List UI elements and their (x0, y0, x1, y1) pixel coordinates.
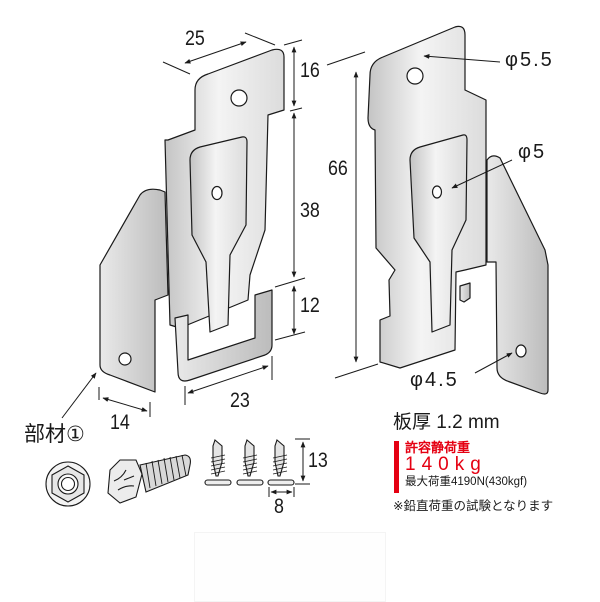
hook (174, 289, 273, 382)
screw-dimensions (268, 438, 310, 497)
right-dimensions (326, 51, 513, 379)
left-bracket (99, 48, 285, 393)
part-label: 部材① (24, 423, 85, 446)
dim-overall-height: 66 (328, 157, 348, 180)
right-bracket (367, 25, 549, 395)
right-hook-tab (459, 282, 471, 303)
side-hole-diameter: φ4.5 (410, 369, 459, 391)
load-spec-box: 許容静荷重 140kg 最大荷重4190N(430kgf) (394, 441, 600, 493)
max-load: 最大荷重4190N(430kgf) (405, 476, 528, 488)
dim-foot-width: 14 (110, 411, 130, 434)
hardware (45, 439, 295, 507)
screw-2 (236, 439, 264, 486)
side-flange (99, 188, 169, 393)
pressed-panel (189, 136, 248, 333)
flange-hole (118, 352, 132, 366)
right-mid-hole (431, 185, 443, 199)
allowable-load-label: 許容静荷重 (405, 440, 471, 455)
side-hole (515, 344, 527, 358)
screw-3 (267, 439, 295, 486)
middle-hole-diameter: φ5 (518, 141, 547, 163)
test-note: ※鉛直荷重の試験となります (393, 499, 554, 513)
left-dimensions (61, 32, 306, 419)
right-side-flange (486, 155, 549, 395)
dim-hook-height: 12 (300, 294, 320, 317)
plate-thickness: 板厚 1.2 mm (393, 412, 500, 433)
hex-nut (45, 461, 91, 507)
dim-screw-length: 13 (308, 449, 328, 472)
faint-placeholder-box (194, 532, 386, 602)
screw-1 (204, 439, 232, 486)
mid-hole (211, 185, 223, 201)
hex-bolt (107, 454, 191, 504)
dim-screw-head: 8 (274, 495, 284, 518)
dim-body-height: 38 (300, 199, 320, 222)
right-top-hole (406, 67, 424, 85)
top-hole-diameter: φ5.5 (505, 49, 554, 71)
allowable-load-value: 140kg (405, 454, 487, 475)
dim-hook-width: 23 (230, 389, 250, 412)
dim-top-tab-height: 16 (300, 59, 320, 82)
top-hole (230, 89, 248, 107)
dim-top-width: 25 (185, 27, 205, 50)
